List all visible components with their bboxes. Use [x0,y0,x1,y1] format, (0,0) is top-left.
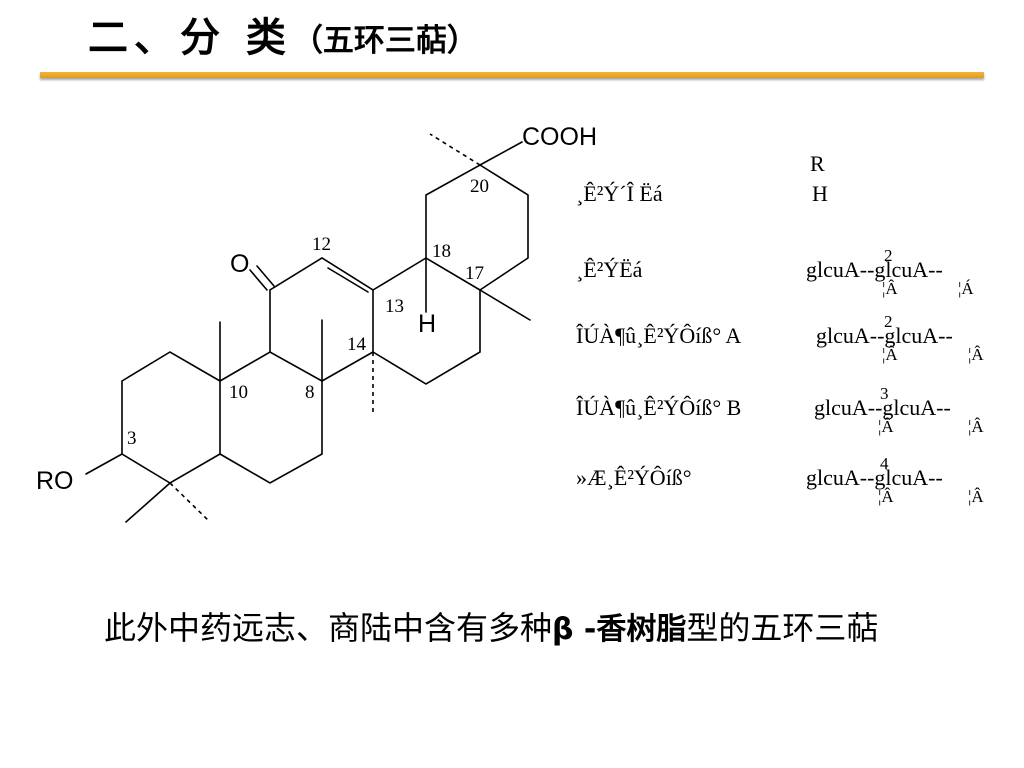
compound-r-value: H [812,181,828,206]
carbon-number-18: 18 [432,241,451,262]
carbon-number-8: 8 [305,382,315,403]
anomer-right: ¦Â [968,417,984,436]
ro-label: RO [36,467,74,495]
compound-r-value: glcuA--glcuA-- [806,257,943,282]
footer-text-after: 型的五环三萜 [686,609,879,647]
compound-name: ÎÚÀ­¶û¸Ê²ÝÔíß° A [576,323,742,348]
compound-name: ¸Ê²ÝËá [576,257,643,282]
compound-row-2: ¸Ê²ÝËá glcuA--glcuA-- 2 ¦Â ¦Á [0,246,1024,319]
compound-name: ¸Ê²Ý´Î Ëá [576,181,663,206]
carbon-number-12: 12 [312,234,331,255]
slide-title: 二、分 类（五环三萜） [88,8,478,68]
anomer-left: ¦Â [882,279,898,298]
anomer-right: ¦Â [968,487,984,506]
skeleton-bonds [85,141,531,523]
compound-name: ÎÚÀ­¶û¸Ê²ÝÔíß° B [576,395,742,420]
linkage-position: 4 [880,454,889,473]
anomer-left: ¦Â [878,417,894,436]
carbon-number-3: 3 [127,428,137,449]
linkage-position: 2 [884,246,893,265]
compound-row-5: »Æ¸Ê²ÝÔíß° glcuA--glcuA-- 4 ¦Â ¦Â [0,454,1024,527]
footer-paragraph: 此外中药远志、商陆中含有多种β -香树脂型的五环三萜 [46,604,976,654]
carbonyl-oxygen-label: O [230,250,249,278]
compound-row-3: ÎÚÀ­¶û¸Ê²ÝÔíß° A glcuA--glcuA-- 2 ¦Â ¦Â [0,312,1024,385]
compound-row-4: ÎÚÀ­¶û¸Ê²ÝÔíß° B glcuA--glcuA-- 3 ¦Â ¦Â [0,384,1024,457]
anomer-right: ¦Â [968,345,984,364]
carbon-number-20: 20 [470,176,489,197]
footer-text-before: 此外中药远志、商陆中含有多种 [104,609,553,647]
r-column-header: R [810,151,825,176]
compound-name: »Æ¸Ê²ÝÔíß° [576,465,692,490]
hashed-bonds [169,133,481,523]
anomer-left: ¦Â [878,487,894,506]
carbon-number-13: 13 [385,296,404,317]
title-underline [40,72,984,78]
pentacyclic-structure-diagram: COOH O RO H 3 8 10 12 13 14 17 18 20 [36,123,597,523]
cooh-label: COOH [522,123,597,151]
hydrogen-label: H [418,310,436,338]
carbon-number-10: 10 [229,382,248,403]
compound-row-1: ¸Ê²Ý´Î Ëá H [0,181,1024,243]
title-main: 二、分 类 [88,15,292,61]
compound-r-value: glcuA--glcuA-- [806,465,943,490]
linkage-position: 3 [880,384,889,403]
compound-r-value: glcuA--glcuA-- [816,323,953,348]
linkage-position: 2 [884,312,893,331]
compound-r-value: glcuA--glcuA-- [814,395,951,420]
anomer-right: ¦Á [958,279,974,298]
carbon-number-17: 17 [465,263,484,284]
title-sub: （五环三萜） [291,23,478,59]
anomer-left: ¦Â [882,345,898,364]
footer-highlight: β -香树脂 [552,612,687,647]
carbon-number-14: 14 [347,334,367,355]
